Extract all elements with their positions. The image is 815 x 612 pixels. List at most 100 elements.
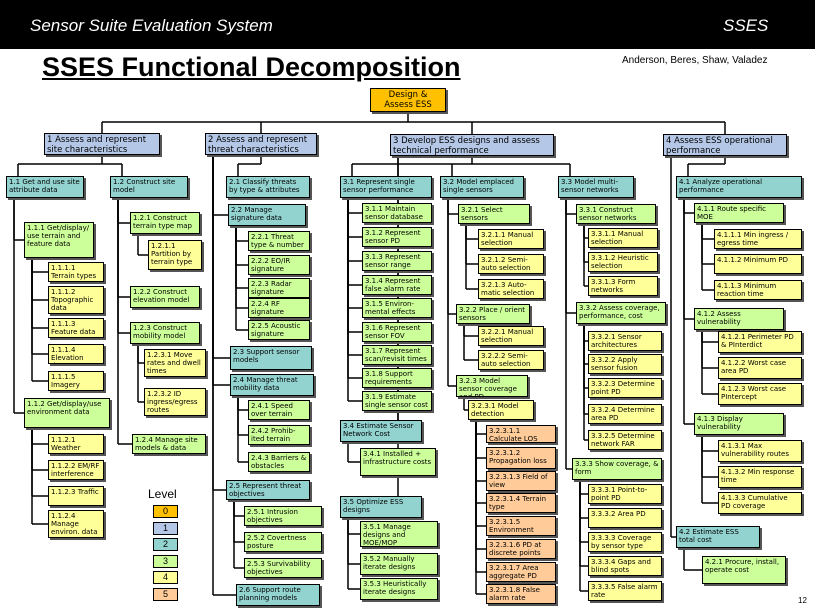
node-1-1-2-1: 1.1.2.1 Weather bbox=[48, 434, 104, 454]
node-3-2-3-1-8: 3.2.3.1.8 False alarm rate bbox=[486, 584, 556, 604]
node-1-2-3-1: 1.2.3.1 Move rates and dwell times bbox=[144, 349, 206, 377]
node-4: 4 Assess ESS operational performance bbox=[663, 134, 787, 156]
app-title: Sensor Suite Evaluation System bbox=[30, 16, 273, 35]
node-1-2-3: 1.2.3 Construct mobility model bbox=[130, 322, 200, 344]
node-1-1-1-2: 1.1.1.2 Topographic data bbox=[48, 286, 104, 314]
node-1-1-2-3: 1.1.2.3 Traffic bbox=[48, 486, 104, 506]
legend-level-3: 3 bbox=[153, 554, 178, 568]
node-3-3-2-3: 3.3.2.3 Determine point PD bbox=[588, 378, 662, 398]
node-1-1: 1.1 Get and use site attribute data bbox=[6, 176, 84, 198]
node-3-5: 3.5 Optimize ESS designs bbox=[340, 496, 422, 518]
node-4-1-2: 4.1.2 Assess vulnerability bbox=[694, 308, 784, 330]
node-3-2-2: 3.2.2 Place / orient sensors bbox=[456, 304, 530, 324]
legend-level-5: 5 bbox=[153, 587, 178, 601]
node-2-2-3: 2.2.3 Radar signature bbox=[248, 278, 310, 298]
node-3-4-1: 3.4.1 Installed + infrastructure costs bbox=[360, 448, 436, 476]
node-3: 3 Develop ESS designs and assess technic… bbox=[390, 134, 554, 156]
node-2-5-3: 2.5.3 Survivability objectives bbox=[244, 558, 322, 578]
node-1-1-2-4: 1.1.2.4 Manage environ. data bbox=[48, 510, 104, 538]
node-1-1-2-2: 1.1.2.2 EM/RF interference bbox=[48, 460, 104, 480]
node-2-5: 2.5 Represent threat objectives bbox=[226, 480, 310, 500]
node-4-2: 4.2 Estimate ESS total cost bbox=[676, 526, 760, 548]
node-3-1-8: 3.1.8 Support requirements bbox=[362, 368, 432, 388]
node-1-1-2: 1.1.2 Get/display/use environment data bbox=[24, 398, 110, 428]
node-1-1-1: 1.1.1 Get/display/ use terrain and featu… bbox=[24, 222, 94, 258]
node-3-5-2: 3.5.2 Manually iterate designs bbox=[360, 553, 438, 575]
legend-level-0: 0 bbox=[153, 505, 178, 518]
node-3-3-1-2: 3.3.1.2 Heuristic selection bbox=[588, 252, 658, 272]
node-3-2-3-1-3: 3.2.3.1.3 Field of view bbox=[486, 471, 556, 491]
node-1-2-2: 1.2.2 Construct elevation model bbox=[130, 286, 200, 308]
node-2: 2 Assess and represent threat characteri… bbox=[205, 133, 317, 155]
node-3-3-2-4: 3.3.2.4 Determine area PD bbox=[588, 404, 662, 424]
node-3-3-2-2: 3.3.2.2 Apply sensor fusion bbox=[588, 354, 662, 374]
node-3-3: 3.3 Model multi-sensor networks bbox=[558, 176, 634, 198]
node-3-3-1-1: 3.3.1.1 Manual selection bbox=[588, 228, 658, 248]
node-3-4: 3.4 Estimate Sensor Network Cost bbox=[340, 420, 422, 442]
node-2-2: 2.2 Manage signature data bbox=[228, 204, 306, 226]
node-2-2-2: 2.2.2 EO/IR signature bbox=[248, 255, 310, 275]
node-3-1-7: 3.1.7 Represent scan/revisit times bbox=[362, 345, 432, 365]
node-1-1-1-3: 1.1.1.3 Feature data bbox=[48, 318, 104, 338]
node-4-1-2-2: 4.1.2.2 Worst case area PD bbox=[718, 357, 802, 379]
node-4-1-3: 4.1.3 Display vulnerability bbox=[694, 413, 784, 435]
node-3-3-3-4: 3.3.3.4 Gaps and blind spots bbox=[588, 556, 662, 576]
node-2-4-3: 2.4.3 Barriers & obstacles bbox=[248, 452, 310, 472]
node-3-2-3: 3.2.3 Model sensor coverage and PD bbox=[456, 375, 528, 397]
node-3-3-1: 3.3.1 Construct sensor networks bbox=[576, 204, 656, 224]
legend-title: Level bbox=[148, 487, 177, 501]
node-2-2-4: 2.2.4 RF signature bbox=[248, 298, 310, 318]
node-3-1-1: 3.1.1 Maintain sensor database bbox=[362, 203, 432, 223]
node-4-1-2-3: 4.1.2.3 Worst case PIntercept bbox=[718, 383, 802, 405]
node-3-2-3-1-6: 3.2.3.1.6 PD at discrete points bbox=[486, 539, 556, 559]
node-3-3-3-5: 3.3.3.5 False alarm rate bbox=[588, 581, 662, 601]
node-4-1-1-3: 4.1.1.3 Minimum reaction time bbox=[714, 280, 802, 300]
node-3-2-1-2: 3.2.1.2 Semi-auto selection bbox=[478, 254, 544, 274]
node-3-3-2: 3.3.2 Assess coverage, performance, cost bbox=[576, 302, 666, 324]
node-2-5-2: 2.5.2 Covertness posture bbox=[244, 532, 322, 552]
node-1-2-3-2: 1.2.3.2 ID ingress/egress routes bbox=[144, 388, 206, 416]
node-3-1-5: 3.1.5 Environ-mental effects bbox=[362, 298, 432, 318]
node-3-1-9: 3.1.9 Estimate single sensor cost bbox=[362, 391, 432, 411]
node-3-1-3: 3.1.3 Represent sensor range bbox=[362, 251, 432, 271]
node-4-1-1-2: 4.1.1.2 Minimum PD bbox=[714, 254, 802, 274]
node-3-2-3-1-2: 3.2.3.1.2 Propagation loss bbox=[486, 447, 556, 469]
node-3-2-1: 3.2.1 Select sensors bbox=[458, 204, 530, 224]
node-1-1-1-1: 1.1.1.1 Terrain types bbox=[48, 262, 104, 282]
node-1-2-1: 1.2.1 Construct terrain type map bbox=[130, 212, 200, 234]
node-4-1-3-2: 4.1.3.2 Min response time bbox=[718, 466, 802, 488]
node-2-4-1: 2.4.1 Speed over terrain bbox=[248, 400, 310, 420]
node-1-1-1-4: 1.1.1.4 Elevation data bbox=[48, 344, 104, 364]
slide-title: SSES Functional Decomposition bbox=[42, 52, 461, 82]
node-1-2: 1.2 Construct site model bbox=[110, 176, 188, 198]
node-3-2-1-3: 3.2.1.3 Auto-matic selection bbox=[478, 279, 544, 299]
authors: Anderson, Beres, Shaw, Valadez bbox=[622, 55, 768, 66]
node-4-1-1: 4.1.1 Route specific MOE bbox=[694, 203, 784, 223]
node-4-1-3-3: 4.1.3.3 Cumulative PD coverage bbox=[718, 492, 802, 514]
node-2-6: 2.6 Support route planning models bbox=[236, 584, 320, 606]
node-3-3-2-1: 3.3.2.1 Sensor architectures bbox=[588, 331, 662, 351]
node-3-3-1-3: 3.3.1.3 Form networks bbox=[588, 276, 658, 296]
node-2-3: 2.3 Support sensor models bbox=[230, 346, 312, 370]
node-2-4: 2.4 Manage threat mobility data bbox=[230, 374, 314, 396]
node-1-2-1-1: 1.2.1.1 Partition by terrain type bbox=[148, 240, 202, 270]
node-3-1-2: 3.1.2 Represent sensor PD bbox=[362, 227, 432, 247]
node-3-2: 3.2 Model emplaced single sensors bbox=[440, 176, 524, 198]
node-3-1-4: 3.1.4 Represent false alarm rate bbox=[362, 275, 432, 295]
node-4-1-1-1: 4.1.1.1 Min ingress / egress time bbox=[714, 229, 802, 249]
node-4-2-1: 4.2.1 Procure, install, operate cost bbox=[702, 556, 786, 584]
node-2-1: 2.1 Classify threats by type & attribute… bbox=[226, 176, 310, 198]
node-3-1-6: 3.1.6 Represent sensor FOV bbox=[362, 322, 432, 342]
node-2-2-1: 2.2.1 Threat type & number bbox=[248, 231, 310, 251]
node-3-2-3-1-1: 3.2.3.1.1 Calculate LOS bbox=[486, 425, 556, 443]
node-4-1-2-1: 4.1.2.1 Perimeter PD & PInterdict bbox=[718, 331, 802, 353]
node-2-4-2: 2.4.2 Prohib-ited terrain bbox=[248, 425, 310, 445]
node-3-2-3-1: 3.2.3.1 Model detection bbox=[468, 400, 534, 420]
node-3-2-2-2: 3.2.2.2 Semi-auto selection bbox=[478, 350, 544, 370]
node-3-1: 3.1 Represent single sensor performance bbox=[340, 176, 432, 198]
node-3-3-3: 3.3.3 Show coverage, & form bbox=[572, 458, 662, 480]
node-root: Design & Assess ESS bbox=[370, 88, 446, 112]
node-3-3-3-2: 3.3.3.2 Area PD bbox=[588, 508, 662, 528]
node-3-3-3-1: 3.3.3.1 Point-to-point PD bbox=[588, 484, 662, 504]
node-3-2-3-1-5: 3.2.3.1.5 Environment bbox=[486, 516, 556, 536]
